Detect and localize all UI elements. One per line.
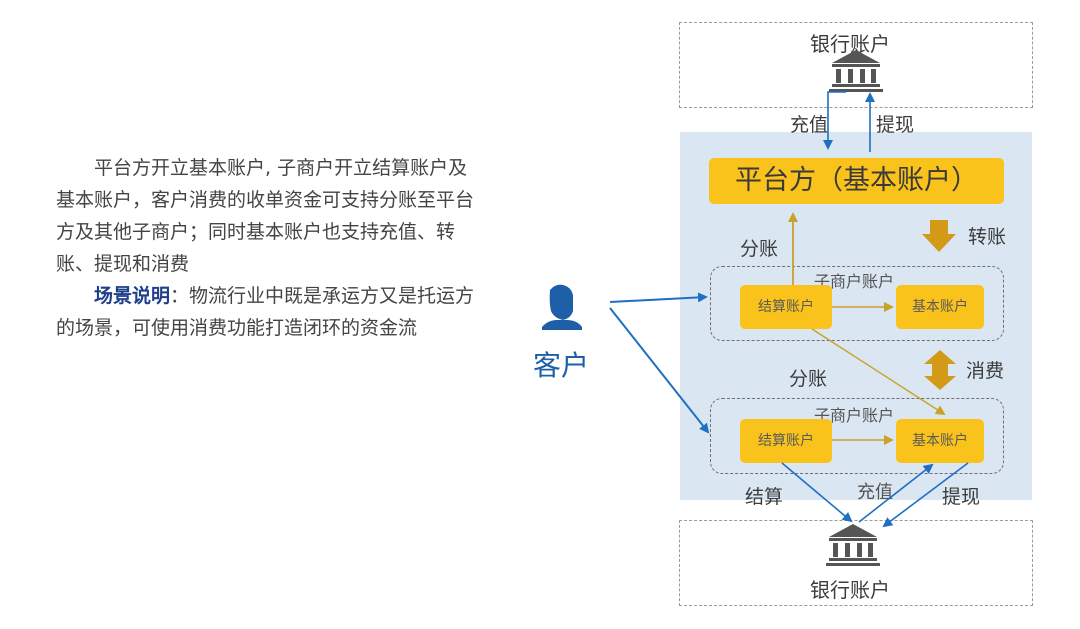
split-label-2: 分账 (789, 368, 828, 390)
arrow-customer-to-sub-merchant-2 (609, 307, 710, 434)
withdraw-bottom-label: 提现 (942, 486, 981, 508)
bank-bottom-label: 银行账户 (810, 578, 890, 602)
sub-merchant-box-1 (710, 266, 1004, 341)
arrow-withdraw-bottom (882, 462, 969, 528)
bank-top-box (679, 22, 1033, 108)
bank-bottom-icon (826, 524, 880, 566)
bank-top-icon (829, 50, 883, 92)
arrow-recharge-top (823, 91, 846, 150)
withdraw-top-label: 提现 (876, 114, 915, 136)
scenario-colon: ： (170, 285, 190, 307)
scenario-text: 物流行业中既是承运方又是托运方的场景，可使用消费功能打造闭环的资金流 (56, 285, 475, 339)
sub-merchant-box-2 (710, 398, 1004, 474)
arrow-split-to-sub-merchant-2 (811, 328, 946, 416)
customer-label: 客户 (533, 349, 590, 382)
platform-basic-account: 平台方（基本账户） (709, 158, 1004, 204)
description-paragraph-2: 场景说明：物流行业中既是承运方又是托运方的场景，可使用消费功能打造闭环的资金流 (56, 280, 486, 344)
arrow-recharge-bottom (858, 463, 934, 523)
settle-account-2: 结算账户 (740, 419, 832, 463)
consume-label: 消费 (966, 360, 1005, 382)
arrow-settle-to-bank (781, 462, 853, 523)
settle-out-label: 结算 (745, 486, 784, 508)
sub-merchant-label-1: 子商户账户 (814, 272, 895, 291)
sub-merchant-label-2: 子商户账户 (814, 406, 895, 425)
settle-account-1: 结算账户 (740, 285, 832, 329)
basic-account-2: 基本账户 (896, 419, 984, 463)
customer-person-icon (542, 284, 582, 330)
transfer-down-arrow-icon (922, 220, 956, 252)
recharge-top-label: 充值 (790, 114, 829, 136)
transfer-label: 转账 (968, 226, 1007, 248)
bank-bottom-box (679, 520, 1033, 606)
basic-account-1: 基本账户 (896, 285, 984, 329)
bank-top-label: 银行账户 (810, 32, 890, 56)
split-label-1: 分账 (740, 238, 779, 260)
scenario-title: 场景说明 (94, 285, 171, 307)
description-text: 平台方开立基本账户, 子商户开立结算账户及基本账户，客户消费的收单资金可支持分账… (56, 152, 486, 344)
arrow-customer-to-sub-merchant-1 (609, 292, 708, 303)
consume-double-arrow-icon (924, 350, 956, 390)
description-paragraph-1: 平台方开立基本账户, 子商户开立结算账户及基本账户，客户消费的收单资金可支持分账… (56, 157, 475, 275)
recharge-bottom-label: 充值 (857, 482, 893, 503)
